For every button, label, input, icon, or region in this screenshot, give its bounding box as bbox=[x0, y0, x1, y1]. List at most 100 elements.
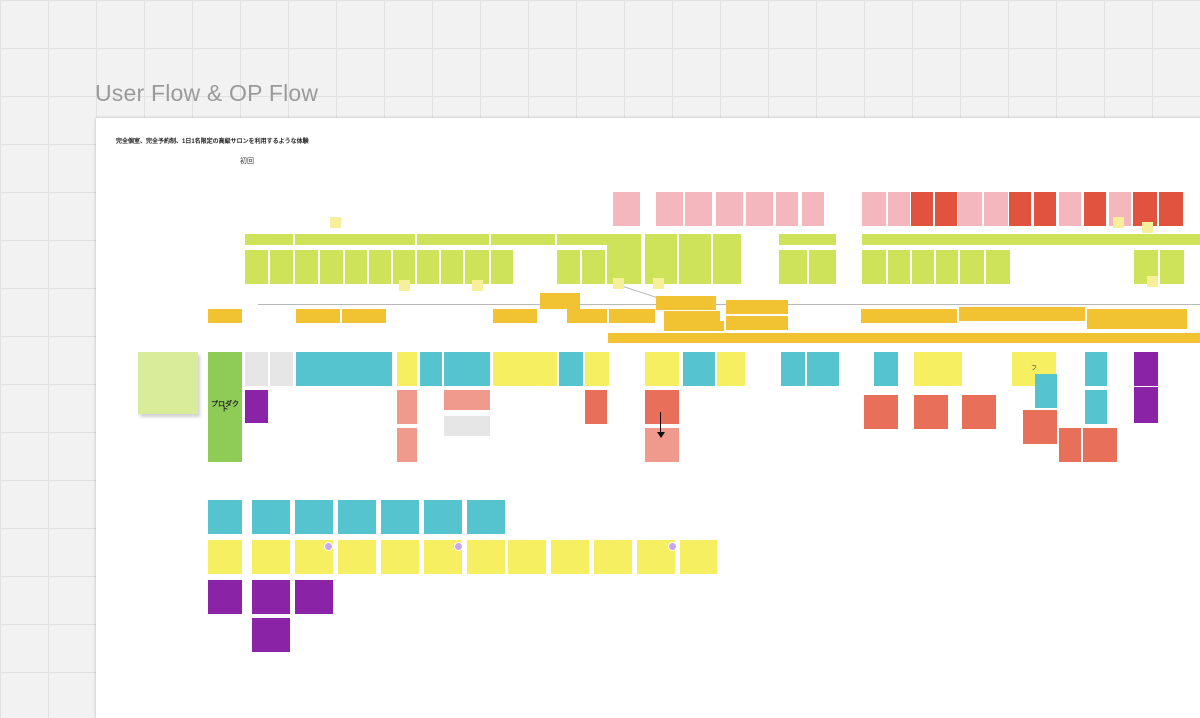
step-note[interactable] bbox=[441, 250, 463, 284]
lower-note[interactable] bbox=[208, 580, 242, 614]
step-note[interactable] bbox=[582, 250, 605, 284]
sticky-note[interactable] bbox=[1009, 192, 1031, 226]
small-sticky[interactable] bbox=[1113, 217, 1124, 228]
step-note[interactable] bbox=[369, 250, 391, 284]
lower-note[interactable] bbox=[467, 500, 505, 534]
product-note[interactable] bbox=[1085, 352, 1107, 386]
product-note[interactable] bbox=[270, 352, 293, 386]
step-note[interactable] bbox=[960, 250, 984, 284]
lower-note[interactable] bbox=[295, 500, 333, 534]
lower-note[interactable] bbox=[508, 540, 546, 574]
product-note[interactable] bbox=[245, 352, 268, 386]
sticky-note[interactable] bbox=[935, 192, 957, 226]
product-lane-label[interactable]: プロダクト bbox=[208, 352, 242, 462]
lower-note[interactable] bbox=[594, 540, 632, 574]
sub-note[interactable] bbox=[864, 395, 898, 429]
stage-header[interactable] bbox=[245, 234, 293, 245]
stage-header[interactable] bbox=[417, 234, 489, 245]
product-note[interactable] bbox=[397, 352, 417, 386]
sticky-note[interactable] bbox=[1034, 192, 1056, 226]
sticky-note[interactable] bbox=[1159, 192, 1183, 226]
product-note[interactable] bbox=[245, 390, 268, 423]
small-sticky[interactable] bbox=[1147, 276, 1158, 287]
sub-note[interactable] bbox=[1083, 428, 1117, 462]
small-sticky[interactable] bbox=[1142, 222, 1153, 233]
product-note[interactable] bbox=[874, 352, 898, 386]
lower-note[interactable] bbox=[295, 580, 333, 614]
product-note[interactable] bbox=[807, 352, 839, 386]
op-note[interactable] bbox=[861, 309, 957, 323]
lower-note[interactable] bbox=[381, 540, 419, 574]
product-note[interactable] bbox=[444, 352, 490, 386]
lower-note[interactable] bbox=[467, 540, 505, 574]
product-note[interactable] bbox=[683, 352, 715, 386]
step-note[interactable] bbox=[809, 250, 836, 284]
stage-header[interactable] bbox=[862, 234, 1200, 245]
product-note[interactable] bbox=[1035, 374, 1057, 408]
sub-note[interactable] bbox=[397, 390, 417, 424]
product-note[interactable] bbox=[420, 352, 442, 386]
step-note[interactable] bbox=[417, 250, 439, 284]
sub-note[interactable] bbox=[1023, 410, 1057, 444]
step-note[interactable] bbox=[295, 250, 318, 284]
op-note[interactable] bbox=[608, 333, 1200, 343]
stage-header[interactable] bbox=[557, 234, 607, 245]
sticky-note[interactable] bbox=[958, 192, 982, 226]
step-note[interactable] bbox=[779, 250, 807, 284]
sub-note[interactable] bbox=[962, 395, 996, 429]
sticky-note[interactable] bbox=[746, 192, 773, 226]
lower-note[interactable] bbox=[252, 580, 290, 614]
step-note[interactable] bbox=[679, 234, 711, 284]
small-sticky[interactable] bbox=[399, 280, 410, 291]
product-note[interactable] bbox=[1085, 390, 1107, 424]
product-note[interactable] bbox=[914, 352, 962, 386]
small-sticky[interactable] bbox=[653, 278, 664, 289]
sticky-note[interactable] bbox=[1084, 192, 1106, 226]
product-note[interactable] bbox=[717, 352, 745, 386]
step-note[interactable] bbox=[465, 250, 489, 284]
step-note[interactable] bbox=[320, 250, 343, 284]
product-note[interactable] bbox=[585, 352, 609, 386]
sticky-note[interactable] bbox=[862, 192, 886, 226]
collaborator-avatar-icon[interactable] bbox=[668, 542, 677, 551]
small-sticky[interactable] bbox=[472, 280, 483, 291]
step-note[interactable] bbox=[393, 250, 415, 284]
step-note[interactable] bbox=[888, 250, 910, 284]
lower-note[interactable] bbox=[338, 500, 376, 534]
product-note[interactable] bbox=[1134, 352, 1158, 386]
product-note[interactable] bbox=[559, 352, 583, 386]
sticky-note[interactable] bbox=[685, 192, 712, 226]
stage-header[interactable] bbox=[779, 234, 836, 245]
sub-note[interactable] bbox=[444, 416, 490, 436]
product-note[interactable] bbox=[1134, 387, 1158, 423]
sticky-note[interactable] bbox=[984, 192, 1008, 226]
sub-note[interactable] bbox=[585, 390, 607, 424]
op-note[interactable] bbox=[656, 296, 716, 310]
product-note[interactable] bbox=[493, 352, 557, 386]
step-note[interactable] bbox=[557, 250, 580, 284]
op-note[interactable] bbox=[296, 309, 340, 323]
product-note[interactable] bbox=[645, 352, 679, 386]
op-note[interactable] bbox=[493, 309, 537, 323]
sub-note[interactable] bbox=[914, 395, 948, 429]
op-note[interactable] bbox=[664, 311, 720, 321]
op-note[interactable] bbox=[609, 309, 655, 323]
step-note[interactable] bbox=[270, 250, 293, 284]
op-note[interactable] bbox=[342, 309, 386, 323]
collaborator-avatar-icon[interactable] bbox=[324, 542, 333, 551]
sticky-note[interactable] bbox=[716, 192, 743, 226]
lower-note[interactable] bbox=[424, 500, 462, 534]
sticky-note[interactable] bbox=[1133, 192, 1157, 226]
lower-note[interactable] bbox=[551, 540, 589, 574]
sticky-note[interactable] bbox=[656, 192, 683, 226]
sub-note[interactable] bbox=[1059, 428, 1081, 462]
step-note[interactable] bbox=[491, 250, 513, 284]
legend-note[interactable] bbox=[138, 352, 198, 414]
stage-header[interactable] bbox=[491, 234, 555, 245]
sticky-note[interactable] bbox=[888, 192, 910, 226]
op-note[interactable] bbox=[540, 293, 580, 309]
lower-note[interactable] bbox=[208, 540, 242, 574]
sub-note[interactable] bbox=[397, 428, 417, 462]
small-sticky[interactable] bbox=[330, 217, 341, 228]
op-note[interactable] bbox=[567, 309, 607, 323]
